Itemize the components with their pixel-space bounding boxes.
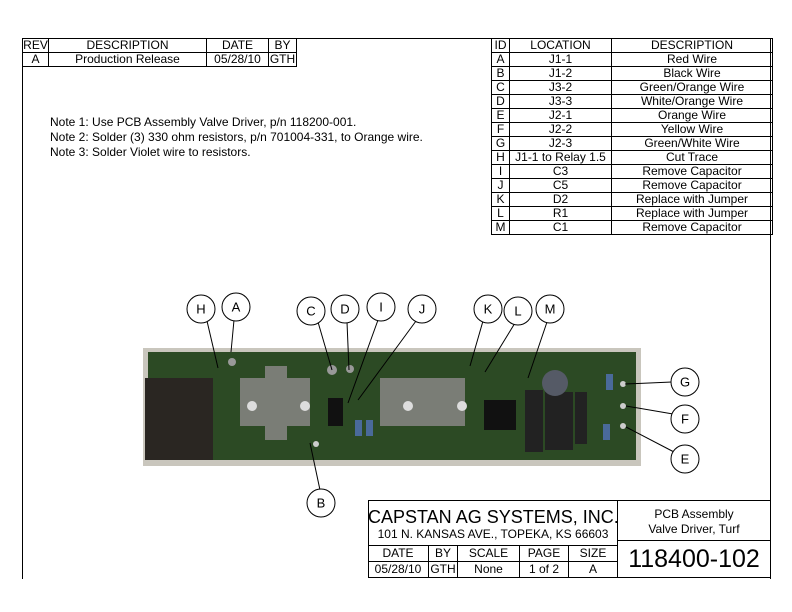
callout-circle-h — [186, 294, 216, 324]
callout-label-f: F — [681, 412, 689, 427]
leader-lines — [206, 319, 675, 491]
relay — [145, 378, 213, 460]
by-header: BY — [268, 38, 297, 53]
callout-circle-m — [535, 294, 565, 324]
location-cell: J1-1 — [509, 52, 612, 67]
callout-label-j: J — [419, 302, 426, 317]
callout-circle-l — [503, 296, 533, 326]
tb-scale: None — [474, 562, 503, 576]
callout-circle-b — [306, 488, 336, 518]
title-block — [368, 500, 771, 578]
date-cell: 05/28/10 — [206, 52, 269, 67]
callout-label-i: I — [379, 300, 383, 315]
note-1: Note 1: Use PCB Assembly Valve Driver, p… — [50, 115, 357, 129]
callout-circle-j — [407, 294, 437, 324]
drawing-number: 118400-102 — [628, 545, 760, 573]
location-cell: J1-2 — [509, 66, 612, 81]
location-cell: J2-3 — [509, 136, 612, 151]
tb-date: 05/28/10 — [374, 562, 422, 576]
callout-label-h: H — [196, 302, 205, 317]
description-cell: Remove Capacitor — [611, 164, 773, 179]
tb-size: A — [588, 562, 597, 576]
revision-row: A Production Release 05/28/10 GTH — [22, 52, 297, 67]
drawing-title-line1: PCB Assembly — [654, 507, 734, 521]
revision-table: REV DESCRIPTION DATE BY A Production Rel… — [22, 38, 297, 67]
drawing-title-line2: Valve Driver, Turf — [648, 522, 740, 536]
callout-circle-i — [366, 292, 396, 322]
description-cell: Green/Orange Wire — [611, 80, 773, 95]
callout-label-g: G — [680, 375, 690, 390]
by-cell: GTH — [268, 52, 297, 67]
description-cell: Orange Wire — [611, 108, 773, 123]
callout-label-b: B — [317, 496, 326, 511]
description-cell: Green/White Wire — [611, 136, 773, 151]
note-2: Note 2: Solder (3) 330 ohm resistors, p/… — [50, 130, 423, 144]
tb-scale-header: SCALE — [468, 546, 509, 560]
description-cell: Remove Capacitor — [611, 220, 773, 235]
tb-size-header: SIZE — [579, 546, 607, 560]
callout-label-d: D — [340, 302, 349, 317]
callout-circle-g — [670, 367, 700, 397]
callout-circle-e — [670, 444, 700, 474]
callout-label-c: C — [306, 304, 315, 319]
location-cell: C1 — [509, 220, 612, 235]
tb-by-header: BY — [434, 546, 451, 560]
tb-date-header: DATE — [382, 546, 414, 560]
callout-circle-k — [473, 294, 503, 324]
location-cell: R1 — [509, 206, 612, 221]
callout-label-k: K — [484, 302, 493, 317]
tb-page-header: PAGE — [527, 546, 561, 560]
pcb-photo — [143, 348, 641, 466]
callout-label-e: E — [681, 452, 690, 467]
rev-header: REV — [22, 38, 49, 53]
callouts: H A C D I J K L M G F E B — [186, 292, 700, 518]
location-cell: J3-2 — [509, 80, 612, 95]
callout-label-a: A — [232, 300, 241, 315]
tb-by: GTH — [430, 562, 456, 576]
id-table-header: DESCRIPTION — [611, 38, 773, 53]
callout-label-l: L — [514, 304, 521, 319]
callout-circle-d — [330, 294, 360, 324]
id-table-header: LOCATION — [509, 38, 612, 53]
callout-label-m: M — [545, 302, 556, 317]
company-name: CAPSTAN AG SYSTEMS, INC. — [368, 507, 619, 527]
tb-page: 1 of 2 — [528, 562, 560, 576]
callout-circle-a — [221, 292, 251, 322]
company-address: 101 N. KANSAS AVE., TOPEKA, KS 66603 — [377, 527, 609, 541]
description-cell: Production Release — [48, 52, 207, 67]
callout-circle-f — [670, 404, 700, 434]
sheet-border — [22, 38, 771, 579]
callout-circle-c — [296, 296, 326, 326]
note-3: Note 3: Solder Violet wire to resistors. — [50, 145, 251, 159]
